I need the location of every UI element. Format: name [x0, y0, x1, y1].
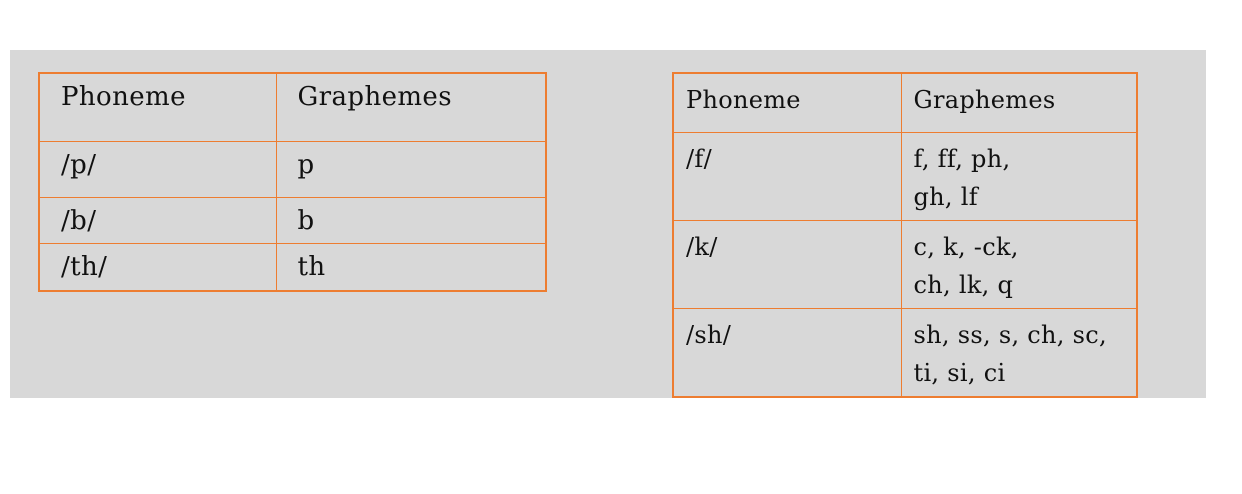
phoneme-cell: /f/ [672, 131, 902, 221]
graphemes-line: ch, lk, q [913, 270, 1014, 299]
graphemes-cell: p [275, 140, 547, 198]
graphemes-cell: f, ff, ph, gh, lf [900, 131, 1138, 221]
phoneme-table-simple: Phoneme Graphemes /p/ p /b/ b /th/ th [38, 72, 547, 293]
graphemes-cell: sh, ss, s, ch, sc, ti, si, ci [900, 307, 1138, 397]
graphemes-line: sh, ss, s, ch, sc, [913, 320, 1107, 349]
table-row: /th/ th [38, 242, 547, 292]
graphemes-line: c, k, -ck, [913, 232, 1019, 261]
table-row: /k/ c, k, -ck, ch, lk, q [672, 219, 1138, 309]
phoneme-cell: /th/ [38, 242, 277, 292]
graphemes-column-header: Graphemes [900, 72, 1138, 133]
graphemes-cell: c, k, -ck, ch, lk, q [900, 219, 1138, 309]
graphemes-line: gh, lf [913, 182, 978, 211]
phoneme-table-complex: Phoneme Graphemes /f/ f, ff, ph, gh, lf … [672, 72, 1138, 398]
table-row: /sh/ sh, ss, s, ch, sc, ti, si, ci [672, 307, 1138, 397]
graphemes-line: f, ff, ph, [913, 144, 1011, 173]
phoneme-cell: /b/ [38, 196, 277, 244]
table-row: /p/ p [38, 140, 547, 198]
table-row: /b/ b [38, 196, 547, 244]
graphemes-line: ti, si, ci [913, 358, 1006, 387]
phoneme-cell: /k/ [672, 219, 902, 309]
table-header-row: Phoneme Graphemes [38, 72, 547, 142]
table-header-row: Phoneme Graphemes [672, 72, 1138, 133]
phoneme-cell: /p/ [38, 140, 277, 198]
graphemes-cell: b [275, 196, 547, 244]
phoneme-column-header: Phoneme [672, 72, 902, 133]
graphemes-column-header: Graphemes [275, 72, 547, 142]
table-row: /f/ f, ff, ph, gh, lf [672, 131, 1138, 221]
phoneme-column-header: Phoneme [38, 72, 277, 142]
graphemes-cell: th [275, 242, 547, 292]
phoneme-cell: /sh/ [672, 307, 902, 397]
